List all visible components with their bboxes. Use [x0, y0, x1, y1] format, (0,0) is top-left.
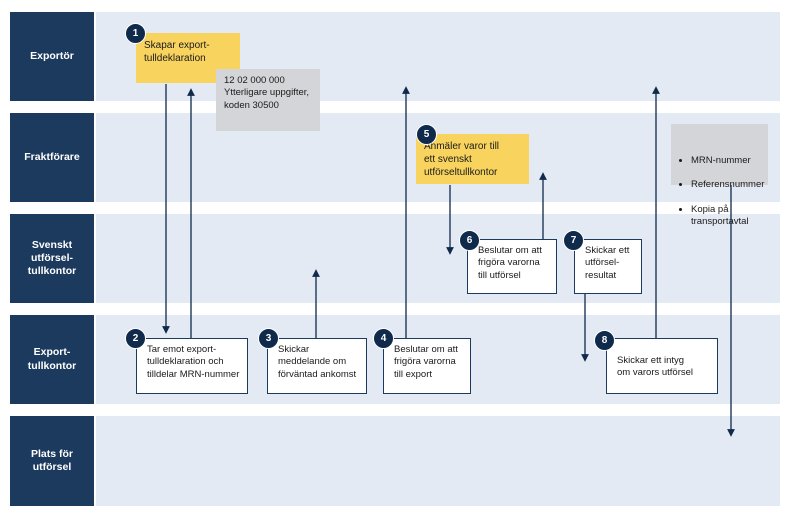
lane-label-fraktforare: Fraktförare	[10, 113, 94, 202]
lane-label-exporttullkontor: Export- tullkontor	[10, 315, 94, 404]
lane-label-utforseltullkontor: Svenskt utförsel- tullkontor	[10, 214, 94, 303]
step-6-box: Beslutar om att frigöra varorna till utf…	[467, 239, 557, 294]
step-6-badge: 6	[459, 230, 480, 251]
step-7-badge: 7	[563, 230, 584, 251]
step-4-box: Beslutar om att frigöra varorna till exp…	[383, 338, 471, 394]
step-7-box: Skickar ett utförsel- resultat	[574, 239, 642, 294]
step-1-badge: 1	[125, 23, 146, 44]
step-4-badge: 4	[373, 328, 394, 349]
step-5-box: Anmäler varor till ett svenskt utförselt…	[416, 134, 529, 184]
documents-list: MRN-nummer Referensnummer Kopia på trans…	[679, 142, 764, 241]
document-item-mrn: MRN-nummer	[691, 155, 760, 167]
code-note-box: 12 02 000 000 Ytterligare uppgifter, kod…	[216, 69, 320, 131]
step-2-box: Tar emot export- tulldeklaration och til…	[136, 338, 248, 394]
lane-label-exportor: Exportör	[10, 12, 94, 101]
step-3-badge: 3	[258, 328, 279, 349]
step-8-badge: 8	[594, 330, 615, 351]
step-5-badge: 5	[416, 124, 437, 145]
documents-box: MRN-nummer Referensnummer Kopia på trans…	[671, 124, 768, 227]
step-3-box: Skickar meddelande om förväntad ankomst	[267, 338, 367, 394]
lane-plats-for-utforsel	[96, 416, 780, 506]
lane-label-plats-for-utforsel: Plats för utförsel	[10, 416, 94, 506]
document-item-referens: Referensnummer	[691, 179, 764, 191]
document-item-kopia: Kopia på transportavtal	[691, 204, 760, 229]
lane-utforseltullkontor	[96, 214, 780, 303]
step-2-badge: 2	[125, 328, 146, 349]
step-8-box: Skickar ett intyg om varors utförsel	[606, 338, 718, 394]
